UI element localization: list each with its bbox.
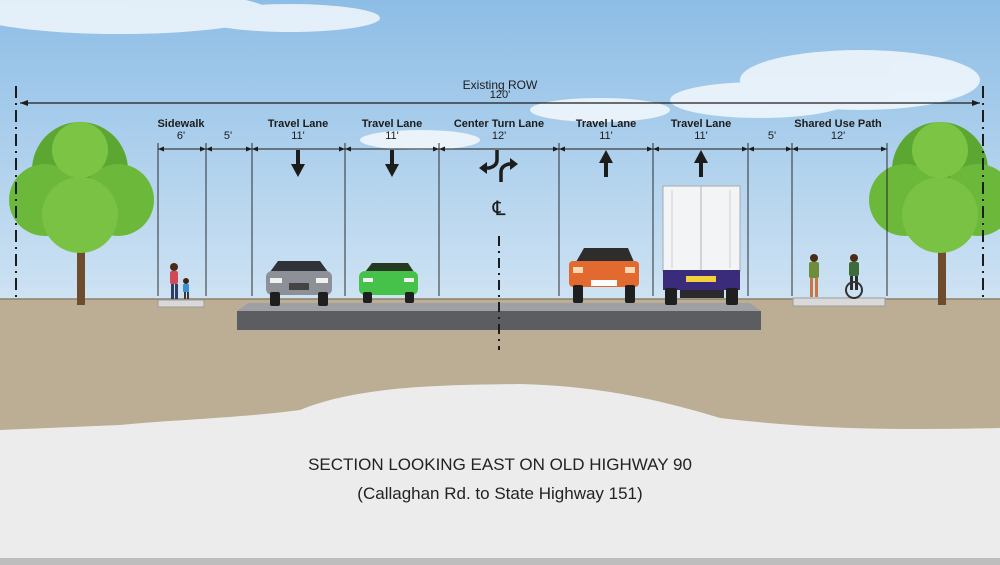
segment-name-travel-lane-4: Travel Lane — [670, 118, 732, 130]
arrow-up-icon — [694, 150, 708, 177]
segment-width-travel-lane-1: 11' — [291, 130, 305, 142]
segment-width-buffer-right: 5' — [767, 130, 777, 142]
row-label: Existing ROW — [462, 78, 538, 92]
caption-background — [0, 384, 1000, 565]
dimension-arrowhead — [748, 146, 754, 152]
left-curb — [157, 299, 205, 308]
dimension-arrowhead — [246, 146, 252, 152]
tree-left — [9, 122, 154, 305]
row-dimension-line — [20, 100, 980, 106]
semi-truck — [662, 185, 741, 305]
dimension-arrowhead — [653, 146, 659, 152]
dimension-arrowhead — [339, 146, 345, 152]
segment-width-sidewalk: 6' — [176, 130, 186, 142]
tree-right — [869, 122, 1000, 305]
segment-width-buffer-left: 5' — [223, 130, 233, 142]
pedestrian-path — [809, 254, 819, 297]
dimension-arrowhead — [252, 146, 258, 152]
dimension-arrowhead — [206, 146, 212, 152]
dimension-arrowhead — [200, 146, 206, 152]
segment-name-shared-use-path: Shared Use Path — [794, 118, 882, 130]
segment-dimension-lines — [157, 143, 888, 296]
pedestrian-adult — [170, 263, 178, 299]
dimension-arrowhead — [792, 146, 798, 152]
segment-name-travel-lane-1: Travel Lane — [267, 118, 329, 130]
segment-width-travel-lane-2: 11' — [385, 130, 399, 142]
arrow-down-icon — [385, 150, 399, 177]
car-green — [359, 263, 418, 303]
turn-arrows-icon — [479, 150, 518, 182]
centerline-symbol: ℄ — [492, 198, 506, 220]
cyclist — [845, 254, 863, 299]
dimension-arrowhead — [553, 146, 559, 152]
row-width: 120' — [489, 89, 511, 101]
car-gray — [266, 261, 332, 306]
right-path — [792, 297, 886, 307]
segment-name-center-turn-lane: Center Turn Lane — [453, 118, 545, 130]
dimension-arrowhead — [158, 146, 164, 152]
pedestrian-child — [183, 278, 189, 299]
caption-title: SECTION LOOKING EAST ON OLD HIGHWAY 90 — [308, 455, 692, 474]
pickup-truck-orange — [569, 248, 639, 303]
segment-width-shared-use-path: 12' — [830, 130, 846, 142]
dimension-arrowhead — [433, 146, 439, 152]
dimension-arrowhead — [742, 146, 748, 152]
segment-width-center-turn-lane: 12' — [491, 130, 507, 142]
arrow-down-icon — [291, 150, 305, 177]
dimension-arrowhead — [786, 146, 792, 152]
segment-name-sidewalk: Sidewalk — [157, 118, 205, 130]
caption-subtitle: (Callaghan Rd. to State Highway 151) — [357, 484, 643, 503]
segment-width-travel-lane-3: 11' — [599, 130, 613, 142]
segment-name-travel-lane-2: Travel Lane — [361, 118, 423, 130]
dimension-arrowhead — [559, 146, 565, 152]
dimension-arrowhead — [647, 146, 653, 152]
segment-width-travel-lane-4: 11' — [694, 130, 708, 142]
dimension-arrowhead — [439, 146, 445, 152]
clouds — [0, 0, 980, 150]
dimension-arrowhead — [881, 146, 887, 152]
arrow-up-icon — [599, 150, 613, 177]
road-pavement — [237, 311, 761, 330]
segment-name-travel-lane-3: Travel Lane — [575, 118, 637, 130]
dimension-arrowhead — [345, 146, 351, 152]
bottom-edge — [0, 558, 1000, 565]
